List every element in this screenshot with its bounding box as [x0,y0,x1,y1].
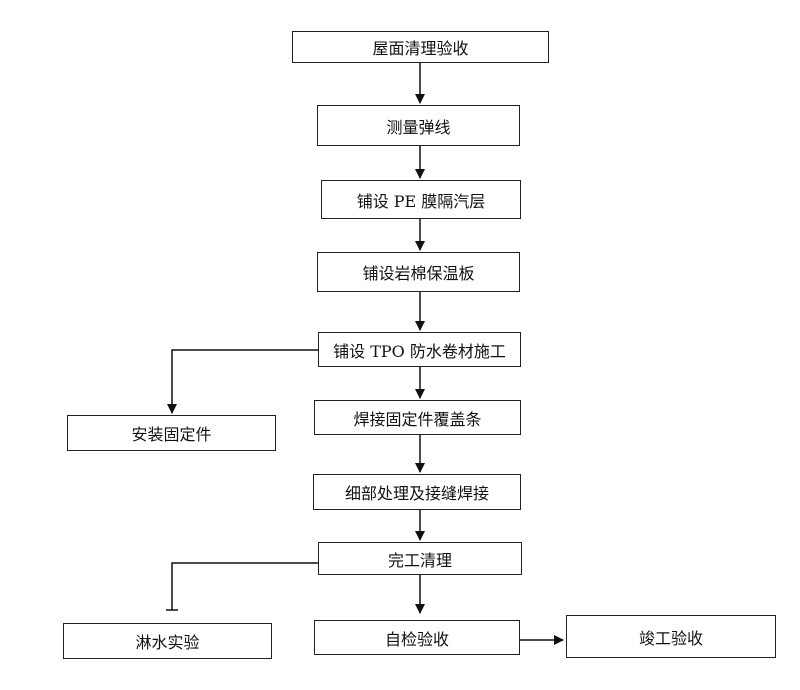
step-lay-pe-vapor-barrier: 铺设 PE 膜隔汽层 [321,180,521,219]
step-label: 完工清理 [387,550,452,570]
step-label: 安装固定件 [131,425,212,444]
step-self-inspection: 自检验收 [314,620,520,655]
step-roof-cleaning-acceptance: 屋面清理验收 [292,31,549,63]
step-label: 测量弹线 [386,117,451,137]
step-completion-cleanup: 完工清理 [318,542,522,575]
step-label: 铺设 TPO 防水卷材施工 [333,341,506,361]
step-weld-fastener-cover-strip: 焊接固定件覆盖条 [314,400,521,435]
step-measure-snap-lines: 测量弹线 [317,105,520,146]
step-label: 淋水实验 [135,633,200,652]
step-label: 竣工验收 [638,628,703,648]
step-install-fasteners: 安装固定件 [67,415,276,451]
step-lay-tpo-membrane: 铺设 TPO 防水卷材施工 [318,332,521,367]
step-water-spray-test: 淋水实验 [63,623,272,659]
step-lay-rock-wool-board: 铺设岩棉保温板 [317,252,520,292]
step-label: 细部处理及接缝焊接 [344,484,489,503]
step-label: 焊接固定件覆盖条 [353,409,482,429]
step-detail-seam-welding: 细部处理及接缝焊接 [313,474,521,510]
step-label: 铺设岩棉保温板 [362,264,475,283]
step-label: 铺设 PE 膜隔汽层 [356,191,486,211]
step-final-acceptance: 竣工验收 [566,615,776,658]
line-step8-spray-test [171,562,318,610]
step-label: 屋面清理验收 [372,39,469,58]
arrow-step5-fasteners [167,349,318,414]
step-label: 自检验收 [384,629,449,649]
